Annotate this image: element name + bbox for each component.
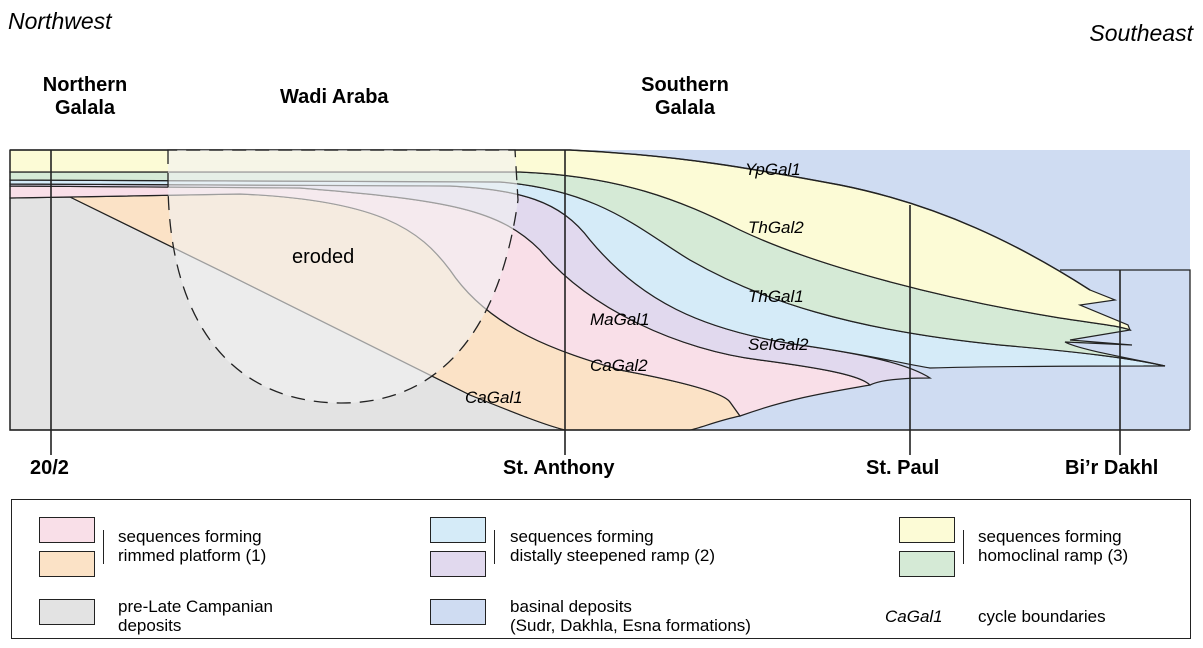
cycle-label-magal1: MaGal1 [590, 310, 650, 329]
legend-text-basinal: basinal deposits (Sudr, Dakhla, Esna for… [510, 597, 751, 635]
direction-northwest: Northwest [8, 8, 112, 34]
location-wadi-araba: Wadi Araba [280, 86, 389, 108]
cycle-label-thgal2: ThGal2 [748, 218, 804, 237]
legend-text-pre-late: pre-Late Campanian deposits [118, 597, 273, 635]
cycle-label-cagal2: CaGal2 [590, 356, 648, 375]
well-label-st-anthony: St. Anthony [503, 457, 615, 479]
well-label-st-paul: St. Paul [866, 457, 940, 479]
legend-bracket [963, 530, 970, 564]
legend-text-homoclinal: sequences forming homoclinal ramp (3) [978, 527, 1128, 565]
legend-line-1: pre-Late Campanian [118, 597, 273, 616]
cycle-label-ypgal1: YpGal1 [745, 160, 801, 179]
location-line-1: Northern [42, 74, 128, 96]
legend-line-2: homoclinal ramp (3) [978, 546, 1129, 565]
legend-line-1: sequences forming [510, 527, 654, 546]
eroded-label: eroded [292, 246, 355, 268]
legend-swatch-basinal [430, 599, 486, 625]
legend-swatch-ramp-blue [430, 517, 486, 543]
legend-line-2: rimmed platform (1) [118, 546, 267, 565]
location-southern-galala: Southern Galala [625, 74, 745, 120]
legend-line-2: (Sudr, Dakhla, Esna formations) [510, 616, 751, 635]
legend-text-rimmed: sequences forming rimmed platform (1) [118, 527, 266, 565]
legend: sequences forming rimmed platform (1) pr… [11, 499, 1191, 639]
legend-bracket [103, 530, 110, 564]
legend-swatch-rimmed-orange [39, 551, 95, 577]
location-line-2: Galala [54, 97, 116, 119]
location-line-2: Galala [654, 97, 716, 119]
legend-swatch-homo-yellow [899, 517, 955, 543]
legend-swatch-ramp-purple [430, 551, 486, 577]
legend-text-ramp: sequences forming distally steepened ram… [510, 527, 715, 565]
cycle-label-thgal1: ThGal1 [748, 287, 804, 306]
legend-line-1: sequences forming [118, 527, 262, 546]
direction-southeast: Southeast [1089, 20, 1193, 46]
section-top-line [10, 149, 1091, 291]
location-line-1: Southern [641, 74, 729, 96]
cycle-label-selgal2: SelGal2 [748, 335, 809, 354]
cycle-label-cagal1: CaGal1 [465, 388, 523, 407]
legend-line-2: distally steepened ramp (2) [510, 546, 716, 565]
basinal-raised-box [1060, 269, 1191, 430]
legend-text-cycle-boundaries: cycle boundaries [978, 607, 1106, 626]
legend-line-1: sequences forming [978, 527, 1122, 546]
location-northern-galala: Northern Galala [30, 74, 140, 120]
legend-swatch-homo-green [899, 551, 955, 577]
well-label-20-2: 20/2 [30, 457, 69, 479]
legend-swatch-pre-late [39, 599, 95, 625]
legend-line-1: basinal deposits [510, 597, 632, 616]
section-left-frame [9, 150, 1190, 431]
legend-cycle-sample: CaGal1 [885, 607, 943, 626]
eroded-zone [167, 149, 519, 404]
well-label-bir-dakhl: Bi’r Dakhl [1065, 457, 1159, 479]
legend-line-2: deposits [118, 616, 182, 635]
legend-swatch-rimmed-pink [39, 517, 95, 543]
legend-bracket [494, 530, 501, 564]
